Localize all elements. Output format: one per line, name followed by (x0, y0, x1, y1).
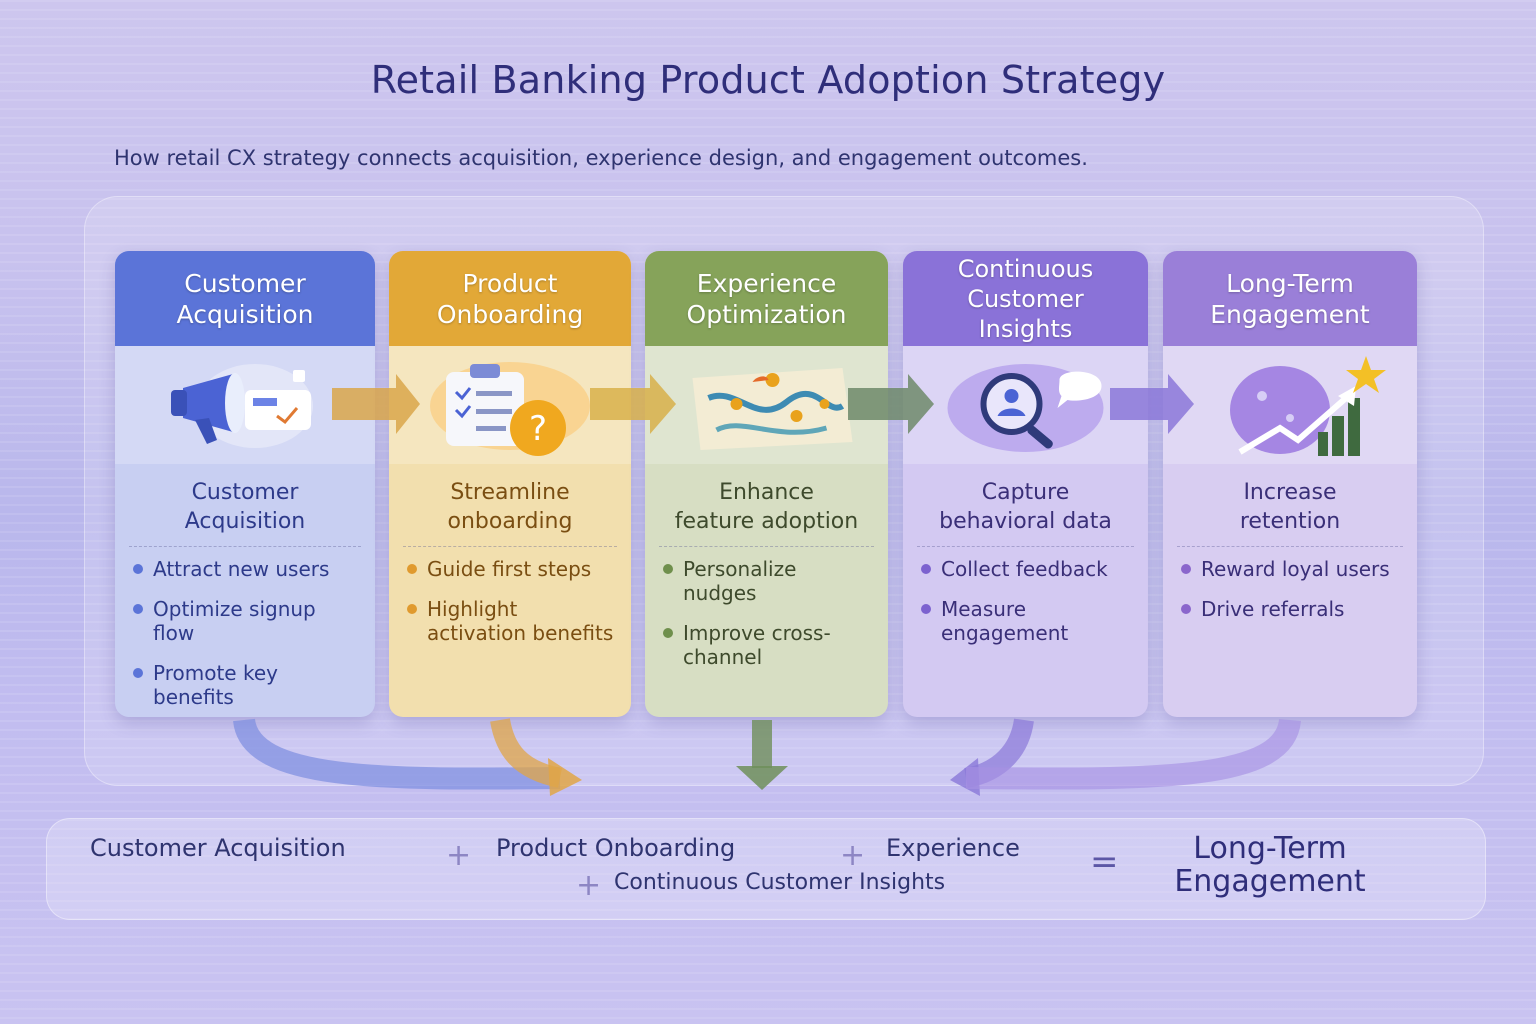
stage-subheading-line: behavioral data (939, 509, 1112, 534)
bullet-dot-icon (921, 564, 931, 574)
stage-subheading: Enhance feature adoption (659, 478, 874, 540)
svg-text:?: ? (529, 409, 547, 449)
stage-bullet-text: Improve cross-channel (683, 621, 831, 669)
stage-heading-line: Acquisition (176, 299, 314, 329)
stage-bullet-text: Promote key benefits (153, 661, 278, 709)
stage-heading-line: Engagement (1210, 299, 1370, 329)
stage-heading-line: Customer (184, 268, 306, 298)
bullet-dot-icon (407, 604, 417, 614)
stage-subheading-line: Increase (1243, 480, 1337, 505)
page-title: Retail Banking Product Adoption Strategy (370, 58, 1166, 102)
stage-subheading-line: Acquisition (184, 509, 306, 534)
stage-subheading-line: Streamline (450, 480, 570, 505)
bullet-dot-icon (407, 564, 417, 574)
formula-term-insights: Continuous Customer Insights (614, 870, 946, 895)
bullet-dot-icon (133, 564, 143, 574)
stage-divider (1177, 546, 1403, 547)
formula-plus-1: + (446, 838, 472, 873)
formula-term-experience: Experience (886, 834, 1020, 862)
stage-bullet-text: Guide first steps (427, 557, 592, 581)
stage-bullet: Optimize signup flow (129, 597, 361, 645)
stage-subheading: Capture behavioral data (917, 478, 1134, 540)
stage-bullet: Collect feedback (917, 557, 1134, 581)
stage-bullet: Personalize nudges (659, 557, 874, 605)
stage-divider (659, 546, 874, 547)
stage-heading-line: Insights (978, 314, 1073, 343)
magnifier-chat-icon (903, 346, 1148, 464)
journey-map-icon (645, 346, 888, 464)
stage-subheading-line: onboarding (447, 509, 573, 534)
bullet-dot-icon (1181, 564, 1191, 574)
stage-subheading-line: retention (1239, 509, 1341, 534)
stage-bullet-text: Collect feedback (941, 557, 1108, 581)
stage-bullet: Highlight activation benefits (403, 597, 617, 645)
stage-subheading-line: Customer (191, 480, 299, 505)
stage-subheading: Increase retention (1177, 478, 1403, 540)
stage-bullet: Attract new users (129, 557, 361, 581)
stage-divider (403, 546, 617, 547)
stage-bullet: Measure engagement (917, 597, 1134, 645)
formula-term-acquisition: Customer Acquisition (90, 834, 346, 862)
stage-bullet-text: Personalize nudges (683, 557, 797, 605)
stage-bullet-text: Highlight activation benefits (427, 597, 614, 645)
stage-subheading-line: Capture (981, 480, 1070, 505)
formula-result: Long-Term Engagement (1140, 832, 1400, 898)
page-subtitle: How retail CX strategy connects acquisit… (114, 146, 1088, 170)
bullet-dot-icon (921, 604, 931, 614)
stage-heading-line: Continuous (957, 254, 1094, 283)
stage-bullet-text: Drive referrals (1201, 597, 1345, 621)
bullet-dot-icon (133, 604, 143, 614)
formula-result-line-2: Engagement (1174, 864, 1366, 899)
growth-star-icon (1163, 346, 1417, 464)
stage-bullet: Guide first steps (403, 557, 617, 581)
stage-heading-line: Experience (696, 268, 837, 298)
stage-subheading-line: feature adoption (674, 509, 859, 534)
stage-bullet: Reward loyal users (1177, 557, 1403, 581)
stage-bullet: Drive referrals (1177, 597, 1403, 621)
bullet-dot-icon (663, 628, 673, 638)
formula-equals: = (1090, 842, 1119, 882)
clipboard-question-icon: ? (389, 346, 631, 464)
stage-heading-line: Long-Term (1226, 268, 1354, 298)
formula-term-onboarding: Product Onboarding (496, 834, 736, 862)
stage-heading-line: Customer (967, 284, 1084, 313)
stage-bullet-text: Optimize signup flow (153, 597, 316, 645)
stage-divider (129, 546, 361, 547)
stage-divider (917, 546, 1134, 547)
stage-bullet: Improve cross-channel (659, 621, 874, 669)
stage-bullet-text: Measure engagement (941, 597, 1069, 645)
formula-result-line-1: Long-Term (1193, 831, 1347, 866)
stage-heading-line: Optimization (686, 299, 847, 329)
stage-subheading-line: Enhance (719, 480, 814, 505)
stage-bullet-text: Attract new users (153, 557, 330, 581)
stage-heading-line: Onboarding (436, 299, 584, 329)
bullet-dot-icon (1181, 604, 1191, 614)
formula-bar (46, 818, 1486, 920)
bullet-dot-icon (133, 668, 143, 678)
formula-plus-2: + (840, 838, 866, 873)
stage-subheading: Streamline onboarding (403, 478, 617, 540)
megaphone-icon (115, 346, 375, 464)
bullet-dot-icon (663, 564, 673, 574)
stage-bullet: Promote key benefits (129, 661, 361, 709)
stage-heading-line: Product (462, 268, 558, 298)
formula-plus-3: + (576, 868, 602, 903)
stage-bullet-text: Reward loyal users (1201, 557, 1390, 581)
